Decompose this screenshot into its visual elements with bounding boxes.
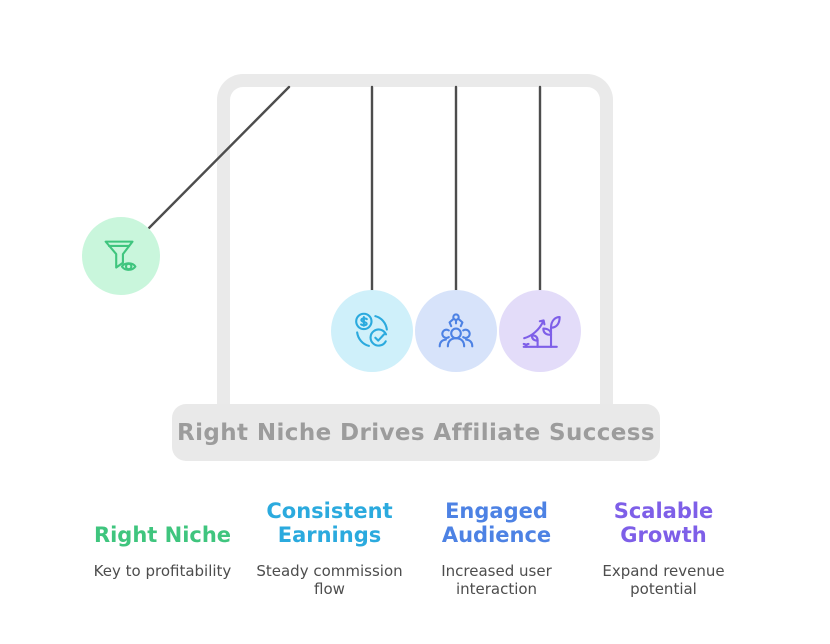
legend-col-engaged-audience: Engaged Audience Increased user interact…	[413, 494, 580, 598]
title-plate: Right Niche Drives Affiliate Success	[172, 404, 660, 461]
legend-title-consistent-earnings: Consistent Earnings	[266, 499, 393, 547]
legend-col-right-niche: Right Niche Key to profitability	[79, 494, 246, 598]
legend-title-right-niche: Right Niche	[93, 523, 232, 547]
legend-subtitle-scalable-growth: Expand revenue potential	[602, 562, 725, 598]
legend-subtitle-engaged-audience: Increased user interaction	[441, 562, 552, 598]
funnel-eye-icon	[98, 233, 144, 279]
legend-title-engaged-audience: Engaged Audience	[441, 499, 552, 547]
dollar-check-cycle-icon	[349, 308, 395, 354]
legend-subtitle-right-niche: Key to profitability	[93, 562, 232, 580]
legend-col-scalable-growth: Scalable Growth Expand revenue potential	[580, 494, 747, 598]
claw-audience-icon	[433, 308, 479, 354]
ball-engaged-audience	[415, 290, 497, 372]
legend-subtitle-consistent-earnings: Steady commission flow	[256, 562, 403, 598]
legend: Right Niche Key to profitability Consist…	[79, 494, 747, 598]
ball-consistent-earnings	[331, 290, 413, 372]
legend-col-consistent-earnings: Consistent Earnings Steady commission fl…	[246, 494, 413, 598]
ball-scalable-growth	[499, 290, 581, 372]
legend-title-scalable-growth: Scalable Growth	[613, 499, 714, 547]
growth-plant-icon	[517, 308, 563, 354]
diagram-title: Right Niche Drives Affiliate Success	[177, 419, 655, 446]
ball-right-niche	[82, 217, 160, 295]
